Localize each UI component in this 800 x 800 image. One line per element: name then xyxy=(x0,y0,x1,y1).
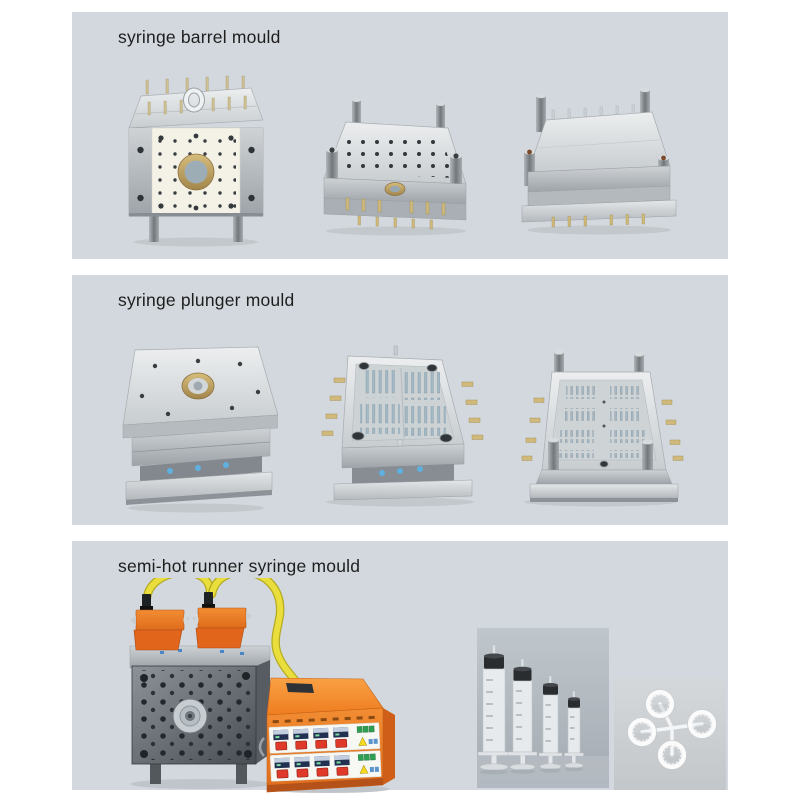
syringe xyxy=(477,644,511,775)
side-fittings xyxy=(521,397,684,461)
ejector-pins xyxy=(345,197,446,216)
core-slot-groups xyxy=(558,386,648,458)
photo-plunger-mould-cavity-plate xyxy=(321,345,484,507)
panel-syringe-plunger-mould: syringe plunger mould xyxy=(72,275,728,525)
side-fittings xyxy=(321,377,484,440)
panel-title: semi-hot runner syringe mould xyxy=(118,556,361,576)
photo-barrel-mould-core-plate xyxy=(521,87,677,235)
cavity-slots xyxy=(364,370,398,398)
eye-bolt xyxy=(183,611,199,629)
photo-temperature-controller xyxy=(258,677,395,793)
panel-title: syringe barrel mould xyxy=(118,27,281,47)
photo-moulded-rings xyxy=(614,678,726,790)
photo-barrel-mould-cavity-plate xyxy=(323,98,467,236)
top-pins-back xyxy=(145,75,245,95)
controller-row xyxy=(268,722,381,754)
guide-bushings-front xyxy=(326,147,462,188)
heater-unit xyxy=(192,592,252,649)
ring-part xyxy=(657,740,688,770)
panel-semi-hot-runner-syringe-mould: semi-hot runner syringe mould xyxy=(72,541,728,793)
heater-unit xyxy=(130,594,190,651)
side-handle xyxy=(258,737,265,757)
vent-label xyxy=(286,683,314,693)
syringe xyxy=(538,675,563,773)
photo-syringes xyxy=(477,628,609,788)
syringe xyxy=(507,658,538,774)
photo-barrel-mould-closed xyxy=(128,75,264,247)
photo-plunger-mould-core-plate xyxy=(521,349,684,507)
panel-syringe-barrel-mould: syringe barrel mould xyxy=(72,12,728,259)
panel-title: syringe plunger mould xyxy=(118,290,295,310)
guide-posts-back xyxy=(352,98,445,128)
ring-part xyxy=(687,709,718,739)
controller-row xyxy=(269,750,382,782)
syringe xyxy=(564,690,584,772)
ring-part xyxy=(627,717,658,747)
bottom-tip-pins xyxy=(551,213,645,228)
top-pins-front xyxy=(147,95,247,116)
ring-part xyxy=(645,689,676,719)
photo-plunger-mould-closed xyxy=(122,346,278,513)
